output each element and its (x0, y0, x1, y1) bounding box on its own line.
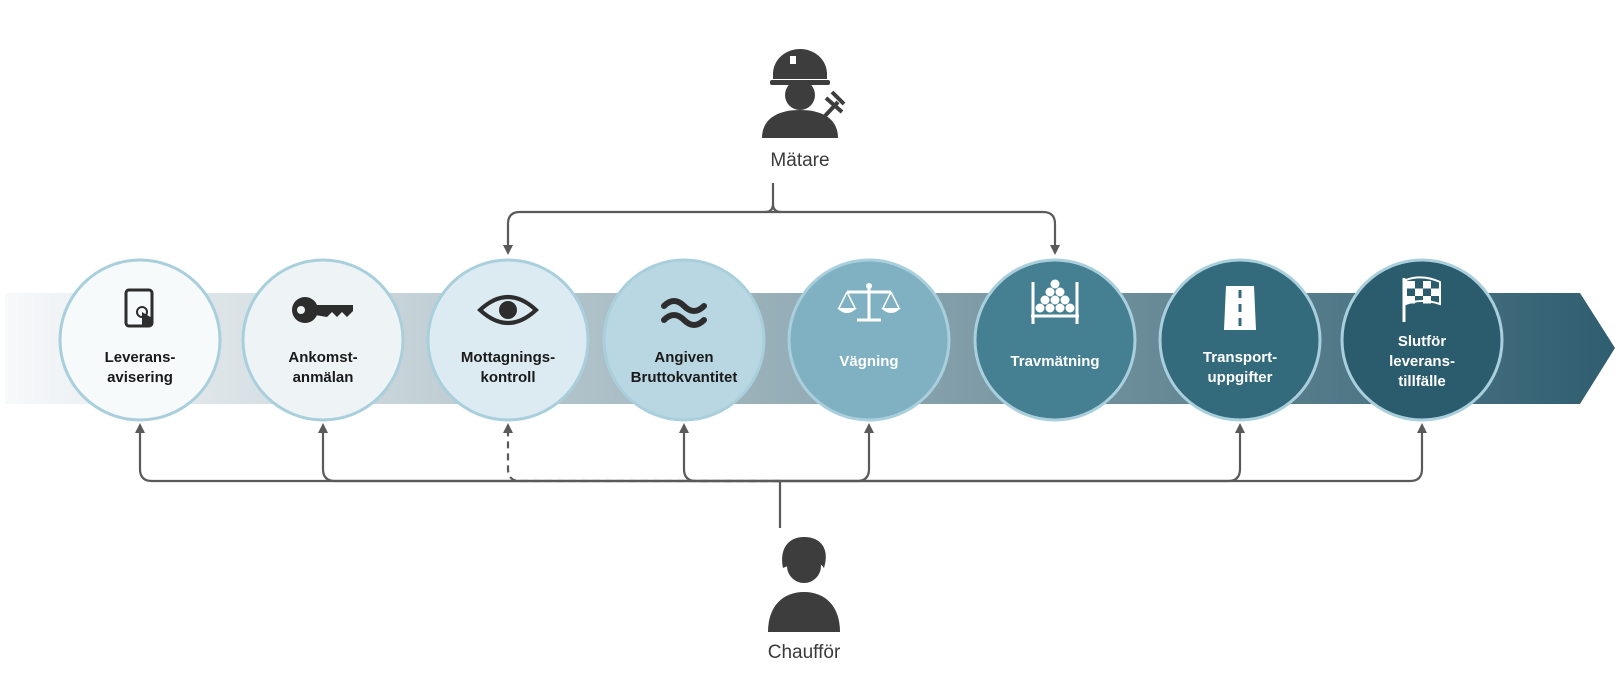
measurer-link-travmatning (773, 210, 1060, 255)
step-transportuppgifter: Transport-uppgifter (1158, 258, 1322, 422)
connector-lines (135, 183, 1427, 528)
eye-icon (477, 295, 539, 325)
step-label-transportuppgifter-line-2: uppgifter (1208, 369, 1273, 386)
measurer-label: Mätare (770, 150, 829, 171)
step-travmatning: Travmätning (973, 258, 1137, 422)
step-circle-travmatning (973, 258, 1137, 422)
step-circle-vagning (787, 258, 951, 422)
balance-scale-icon (837, 283, 901, 322)
step-label-travmatning-line-1: Travmätning (1010, 353, 1099, 370)
approximately-equal-icon (661, 298, 707, 328)
driver-role: Chaufför (768, 537, 841, 663)
log-pile-icon (1031, 279, 1079, 324)
driver-link-slutfor-leveranstillfalle (780, 423, 1427, 483)
process-steps: Leverans-aviseringAnkomst-anmälanMottagn… (58, 258, 1504, 422)
road-icon (1224, 286, 1256, 330)
step-circle-leveransavisering (58, 258, 222, 422)
construction-worker-with-caliper-icon (762, 48, 846, 138)
driver-label: Chaufför (768, 642, 841, 663)
step-circle-mottagningskontroll (426, 258, 590, 422)
step-label-ankomstanmalan-line-2: anmälan (293, 369, 354, 386)
measurer-link-mottagningskontroll (503, 210, 773, 255)
driver-link-leveransavisering (135, 423, 780, 483)
step-label-angiven-bruttokvantitet-line-1: Angiven (654, 349, 713, 366)
step-label-leveransavisering-line-1: Leverans- (105, 349, 176, 366)
step-mottagningskontroll: Mottagnings-kontroll (426, 258, 590, 422)
step-label-mottagningskontroll-line-2: kontroll (481, 369, 536, 386)
driver-link-mottagningskontroll (503, 423, 780, 483)
driver-link-angiven-bruttokvantitet (679, 423, 780, 483)
driver-link-transportuppgifter (780, 423, 1245, 483)
step-label-slutfor-leveranstillfalle-line-3: tillfälle (1398, 373, 1446, 390)
step-slutfor-leveranstillfalle: Slutför leverans-tillfälle (1340, 258, 1504, 422)
step-label-angiven-bruttokvantitet-line-2: Bruttokvantitet (631, 369, 738, 386)
step-label-slutfor-leveranstillfalle-line-2: leverans- (1389, 353, 1455, 370)
step-label-ankomstanmalan-line-1: Ankomst- (288, 349, 357, 366)
tablet-touch-icon (124, 288, 154, 328)
step-circle-slutfor-leveranstillfalle (1340, 258, 1504, 422)
measurer-trunk-line (764, 183, 775, 214)
step-label-leveransavisering-line-2: avisering (107, 369, 173, 386)
step-circle-transportuppgifter (1158, 258, 1322, 422)
step-vagning: Vägning (787, 258, 951, 422)
step-circle-ankomstanmalan (241, 258, 405, 422)
step-ankomstanmalan: Ankomst-anmälan (241, 258, 405, 422)
step-label-vagning-line-1: Vägning (839, 353, 898, 370)
driver-person-icon (768, 537, 840, 632)
step-label-transportuppgifter-line-1: Transport- (1203, 349, 1277, 366)
checkered-flag-icon (1402, 276, 1441, 322)
driver-link-vagning (780, 423, 874, 483)
measurer-role: Mätare (762, 48, 846, 171)
driver-link-ankomstanmalan (318, 423, 780, 483)
step-label-mottagningskontroll-line-1: Mottagnings- (461, 349, 555, 366)
step-leveransavisering: Leverans-avisering (58, 258, 222, 422)
measurer-trunk-split (771, 203, 782, 214)
step-circle-angiven-bruttokvantitet (602, 258, 766, 422)
key-icon (292, 297, 353, 323)
step-label-slutfor-leveranstillfalle-line-1: Slutför (1398, 333, 1446, 350)
